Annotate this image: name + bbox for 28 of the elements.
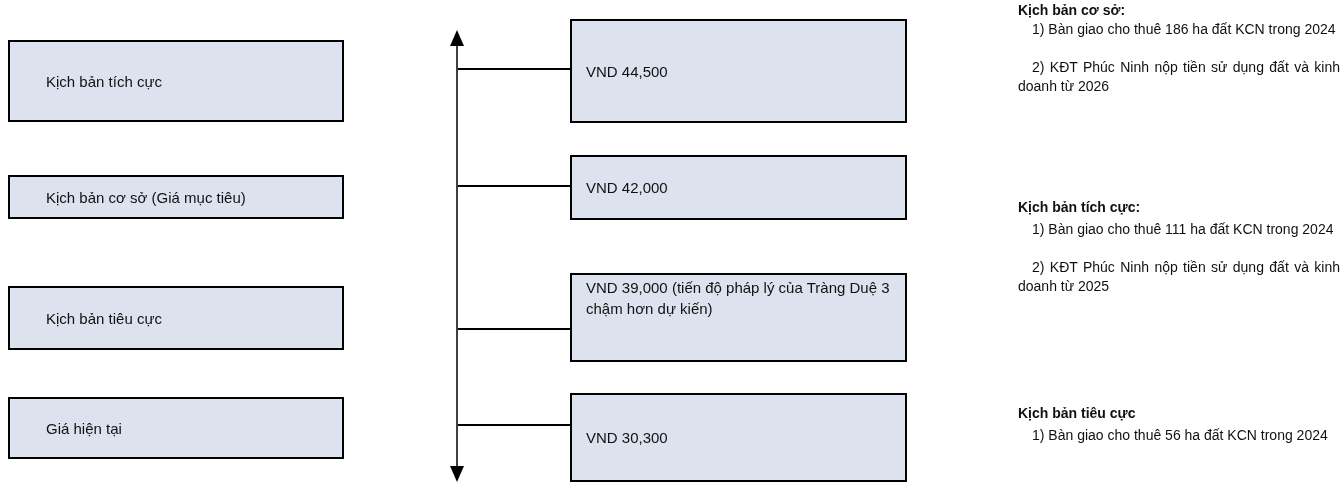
- price-label: VND 30,300: [586, 428, 668, 448]
- connector-line: [457, 185, 571, 187]
- price-label: VND 44,500: [586, 61, 668, 82]
- scenario-box: [8, 397, 344, 459]
- price-label: VND 42,000: [586, 178, 668, 198]
- scenario-note: 2) KĐT Phúc Ninh nộp tiền sử dụng đất và kinh doanh từ 2025: [1018, 258, 1340, 296]
- scenario-label: Kịch bản tiêu cực: [46, 308, 162, 329]
- scenario-label: Kịch bản tích cực: [46, 71, 162, 92]
- scenario-heading: Kịch bản cơ sở:: [1018, 1, 1127, 20]
- scenario-note: 1) Bàn giao cho thuê 111 ha đất KCN trong 2024: [1031, 220, 1335, 239]
- scenario-heading: Kịch bản tích cực:: [1018, 198, 1142, 217]
- scenario-note: 2) KĐT Phúc Ninh nộp tiền sử dụng đất và kinh doanh từ 2026: [1018, 58, 1340, 96]
- scenario-box: [8, 175, 344, 219]
- scenario-note: 1) Bàn giao cho thuê 56 ha đất KCN trong 2024: [1031, 426, 1329, 445]
- scenario-heading: Kịch bản tiêu cực: [1018, 404, 1137, 423]
- price-box: [570, 155, 907, 220]
- price-box: [570, 273, 907, 362]
- scenario-note: 1) Bàn giao cho thuê 186 ha đất KCN trong 2024: [1031, 20, 1337, 39]
- scenario-label: Kịch bản cơ sở (Giá mục tiêu): [46, 187, 246, 208]
- price-box: [570, 393, 907, 482]
- scenario-box: [8, 40, 344, 122]
- connector-line: [457, 328, 571, 330]
- connector-line: [457, 424, 571, 426]
- price-box: [570, 19, 907, 123]
- price-label: VND 39,000 (tiến độ pháp lý của Tràng Duệ 3 chậm hơn dự kiến): [586, 278, 891, 319]
- scenario-label: Giá hiện tại: [46, 418, 122, 439]
- scenario-box: [8, 286, 344, 350]
- connector-line: [457, 68, 571, 70]
